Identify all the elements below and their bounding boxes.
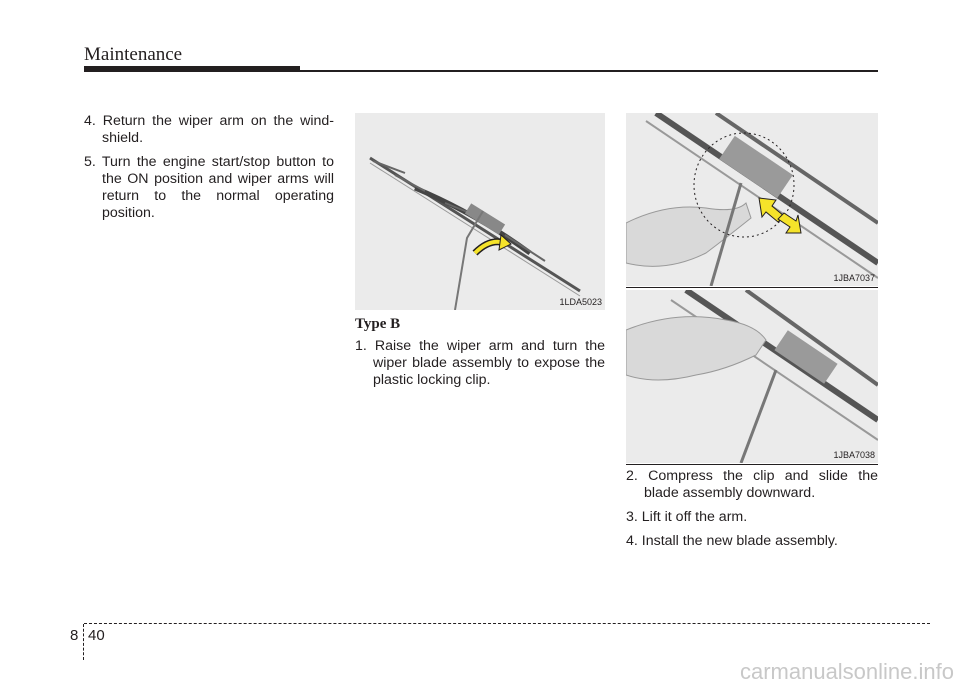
figure-code: 1JBA7038 [833,450,875,460]
instruction-column-1: 4. Return the wiper arm on the wind-shie… [84,113,334,229]
instruction-column-2: Type B 1. Raise the wiper arm and turn t… [355,316,605,396]
step-1-raise-arm: 1. Raise the wiper arm and turn the wipe… [355,338,605,388]
type-b-heading: Type B [355,316,401,332]
figure-divider [626,464,878,465]
step-4-return-arm: 4. Return the wiper arm on the wind-shie… [84,113,334,146]
step-4-install-blade: 4. Install the new blade assembly. [626,533,838,549]
watermark: carmanualsonline.info [739,659,954,684]
page-number-separator [83,624,84,660]
figure-compress-clip: 1JBA7037 [626,113,878,286]
compress-clip-illustration [626,113,878,286]
step-2-compress-clip: 2. Compress the clip and slide the blade… [626,468,878,501]
chapter-number: 8 [70,627,79,644]
figure-code: 1LDA5023 [559,297,602,307]
step-3-lift-off: 3. Lift it off the arm. [626,509,748,525]
step-5-engine-button: 5. Turn the engine start/stop button to … [84,154,334,221]
section-title: Maintenance [84,44,183,65]
figure-wiper-raised: 1LDA5023 [355,113,605,310]
header-rule-thick [84,66,300,72]
footer-rule [84,623,930,624]
wiper-raised-illustration [369,156,581,310]
header-rule-thin [300,70,878,72]
page-number: 40 [88,627,105,644]
instruction-column-3: 2. Compress the clip and slide the blade… [626,468,878,557]
figure-code: 1JBA7037 [833,273,875,283]
figure-slide-blade: 1JBA7038 [626,290,878,463]
figure-divider [626,287,878,288]
slide-blade-illustration [626,290,878,463]
